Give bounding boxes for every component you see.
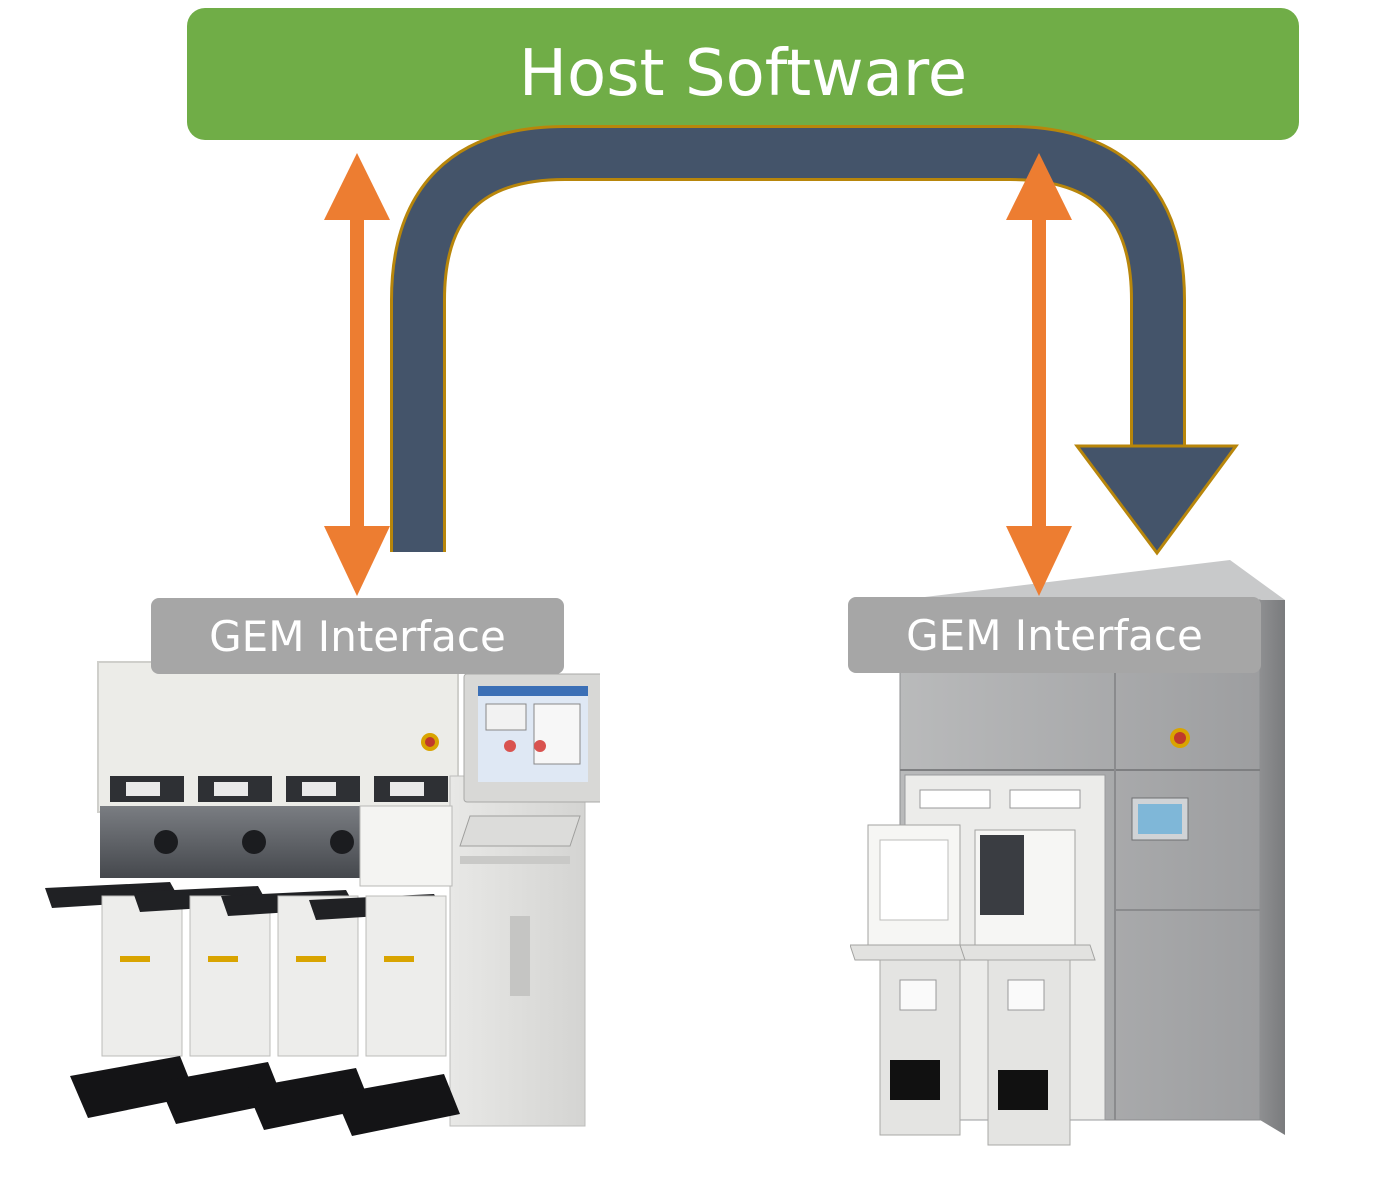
right-equipment-image xyxy=(850,560,1285,1146)
gem-interface-right: GEM Interface xyxy=(848,597,1261,673)
left-equipment-image xyxy=(45,661,600,1136)
host-software-box xyxy=(187,8,1299,140)
right-bidirectional-arrow xyxy=(1006,153,1072,596)
left-bidirectional-arrow xyxy=(324,153,390,596)
gem-interface-left: GEM Interface xyxy=(151,598,564,674)
transfer-flow-arrowhead xyxy=(1074,444,1239,556)
host-software-label: Host Software xyxy=(518,37,968,111)
